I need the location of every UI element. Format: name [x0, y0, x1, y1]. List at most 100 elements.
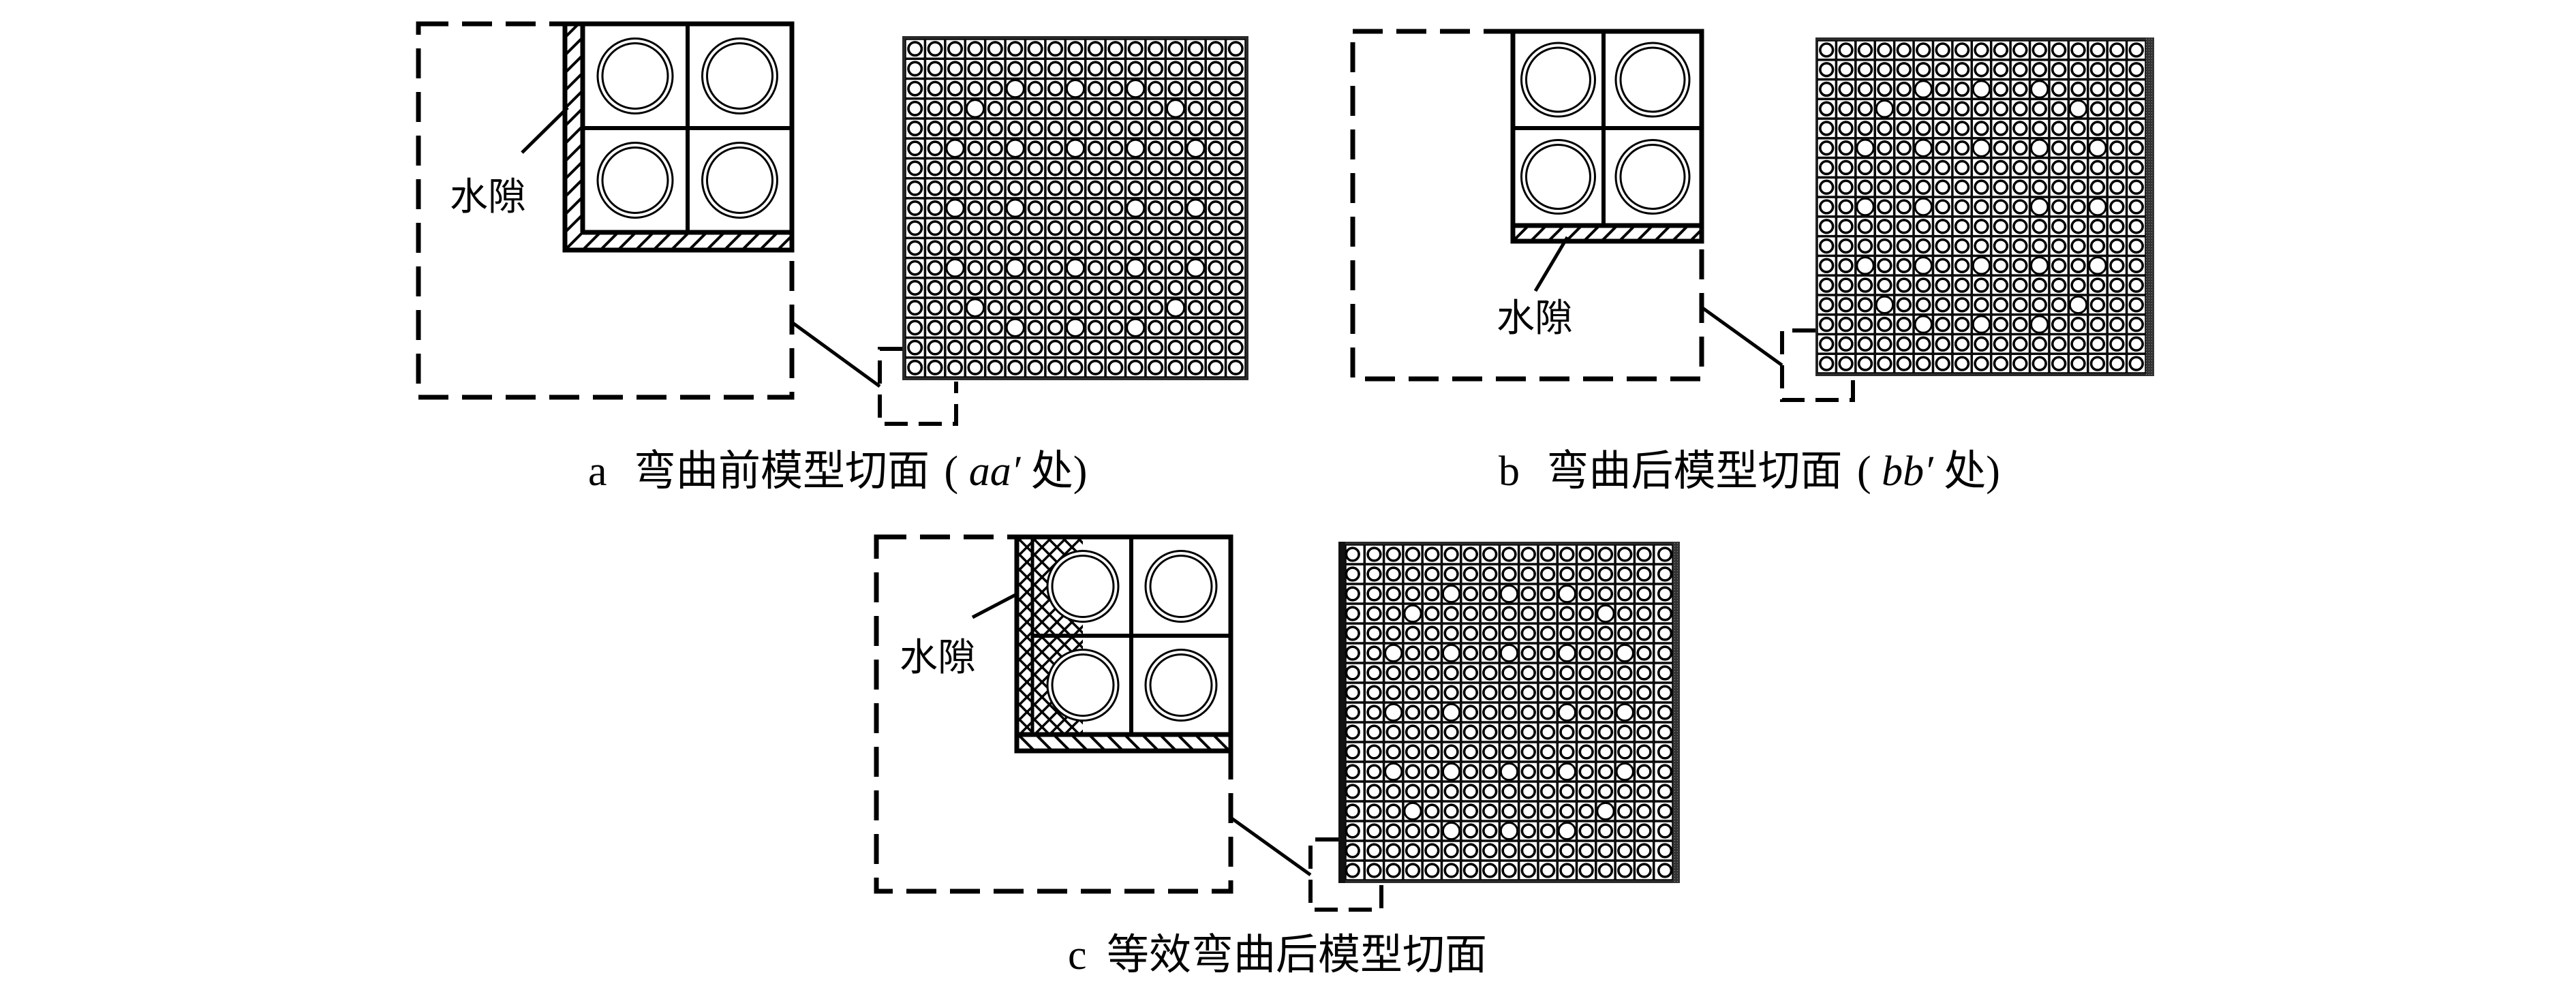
fuel-rod — [1993, 316, 2009, 333]
fuel-rod — [2128, 61, 2144, 78]
fuel-rod — [967, 279, 983, 296]
fuel-rod — [1896, 81, 1912, 97]
guide-tube — [1126, 198, 1146, 218]
fuel-rod — [1424, 626, 1440, 641]
fuel-rod — [1916, 336, 1931, 352]
fuel-rod — [2109, 61, 2125, 78]
fuel-rod — [1127, 61, 1144, 77]
caption-b-tail: 处) — [1944, 448, 2000, 495]
guide-tube — [1005, 318, 1025, 338]
fuel-rod — [2012, 42, 2028, 58]
fuel-rod — [1107, 279, 1124, 296]
fuel-rod — [1501, 803, 1517, 819]
fuel-rod — [2070, 159, 2086, 176]
fuel-rod — [1208, 339, 1224, 356]
fuel-rod — [1819, 258, 1835, 273]
fuel-rod — [1067, 300, 1084, 316]
fuel-rod — [1424, 665, 1440, 681]
fuel-rod — [1482, 823, 1498, 839]
fuel-rod — [1954, 219, 1970, 234]
fuel-rod — [1482, 645, 1498, 661]
fuel-rod — [907, 260, 923, 276]
fuel-rod — [1617, 665, 1633, 681]
fuel-rod — [2128, 179, 2144, 195]
fuel-rod — [1385, 566, 1401, 582]
fuel-rod — [1027, 240, 1043, 256]
fuel-rod — [1838, 101, 1854, 117]
fuel-rod — [1227, 339, 1244, 356]
fuel-rod — [1559, 685, 1575, 700]
fuel-rod — [967, 121, 983, 137]
fuel-rod — [1954, 316, 1970, 333]
fuel-rod — [1027, 41, 1043, 57]
fuel-rod — [1896, 277, 1912, 293]
fuel-rod — [2031, 101, 2047, 117]
fuel-rod — [907, 121, 923, 137]
fuel-rod — [2031, 179, 2047, 195]
fuel-rod — [1559, 546, 1575, 562]
fuel-rod — [1954, 238, 1970, 254]
fuel-rod — [1047, 121, 1064, 137]
fuel-rod — [2128, 219, 2144, 234]
fuel-rod — [1993, 121, 2009, 136]
fuel-rod — [2070, 61, 2086, 78]
fuel-rod — [1127, 240, 1144, 256]
fuel-rod — [2128, 297, 2144, 313]
fuel-rod — [1819, 336, 1835, 352]
fuel-rod — [1617, 784, 1633, 799]
fuel-rod — [1107, 180, 1124, 196]
fuel-rod — [1935, 81, 1950, 97]
fuel-rod — [1597, 705, 1614, 720]
fuel-rod — [1107, 80, 1124, 97]
fuel-rod — [1993, 61, 2009, 78]
fuel-rod — [967, 339, 983, 356]
fuel-rod — [1954, 179, 1970, 195]
fuel-rod — [1657, 626, 1673, 641]
fuel-rod — [1617, 863, 1633, 878]
fuel-rod — [1007, 339, 1024, 356]
panel-a-assembly — [902, 36, 1248, 380]
fuel-rod — [1187, 220, 1203, 236]
fuel-rod — [1819, 219, 1835, 234]
fuel-rod — [1636, 863, 1652, 878]
fuel-rod — [1877, 258, 1892, 273]
fuel-rod — [1636, 744, 1652, 760]
fuel-rod — [1636, 784, 1652, 799]
fuel-rod — [2128, 316, 2144, 333]
panel-a-zoom-detail: 水隙 — [416, 21, 795, 400]
fuel-rod — [1462, 626, 1479, 641]
fuel-rod — [1974, 159, 1989, 176]
fuel-rod — [1405, 764, 1421, 779]
fuel-rod — [1087, 339, 1103, 356]
fuel-rod — [1087, 180, 1103, 196]
fuel-rod — [927, 359, 943, 375]
fuel-rod — [1087, 100, 1103, 117]
guide-tube — [1972, 256, 1991, 275]
pin-cells — [1032, 535, 1233, 737]
fuel-rod — [907, 80, 923, 97]
fuel-rod — [1578, 823, 1594, 839]
fuel-rod — [1385, 744, 1401, 760]
fuel-rod — [1148, 300, 1164, 316]
fuel-rod — [1954, 356, 1970, 371]
fuel-rod — [1819, 199, 1835, 215]
fuel-rod — [907, 180, 923, 196]
small-dashed-marker — [1308, 837, 1383, 912]
fuel-rod — [1657, 705, 1673, 720]
fuel-rod — [2051, 297, 2067, 313]
guide-tube — [2030, 315, 2049, 334]
fuel-rod — [1385, 784, 1401, 799]
fuel-rod — [2031, 42, 2047, 58]
fuel-rod — [1007, 300, 1024, 316]
fuel-rod — [1047, 279, 1064, 296]
fuel-rod — [1462, 566, 1479, 582]
fuel-rod — [1617, 843, 1633, 859]
fuel-rod — [1993, 179, 2009, 195]
fuel-rod — [1935, 101, 1950, 117]
fuel-rod — [2089, 277, 2106, 293]
panel-b-assembly — [1815, 37, 2154, 376]
water-gap-leader-line — [521, 106, 569, 154]
panel-c-small-marker — [1308, 837, 1383, 912]
fuel-rod — [1462, 606, 1479, 621]
fuel-rod — [1838, 316, 1854, 333]
